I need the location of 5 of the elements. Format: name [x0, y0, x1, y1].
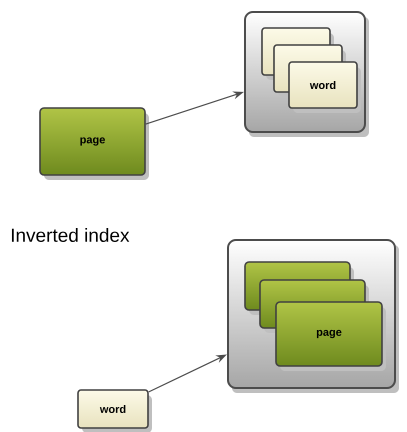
word-card: word — [77, 389, 152, 432]
word-card: word — [288, 61, 361, 113]
page-card: page — [39, 107, 149, 180]
page-card: page — [275, 301, 386, 371]
heading: Inverted index — [12, 228, 130, 242]
